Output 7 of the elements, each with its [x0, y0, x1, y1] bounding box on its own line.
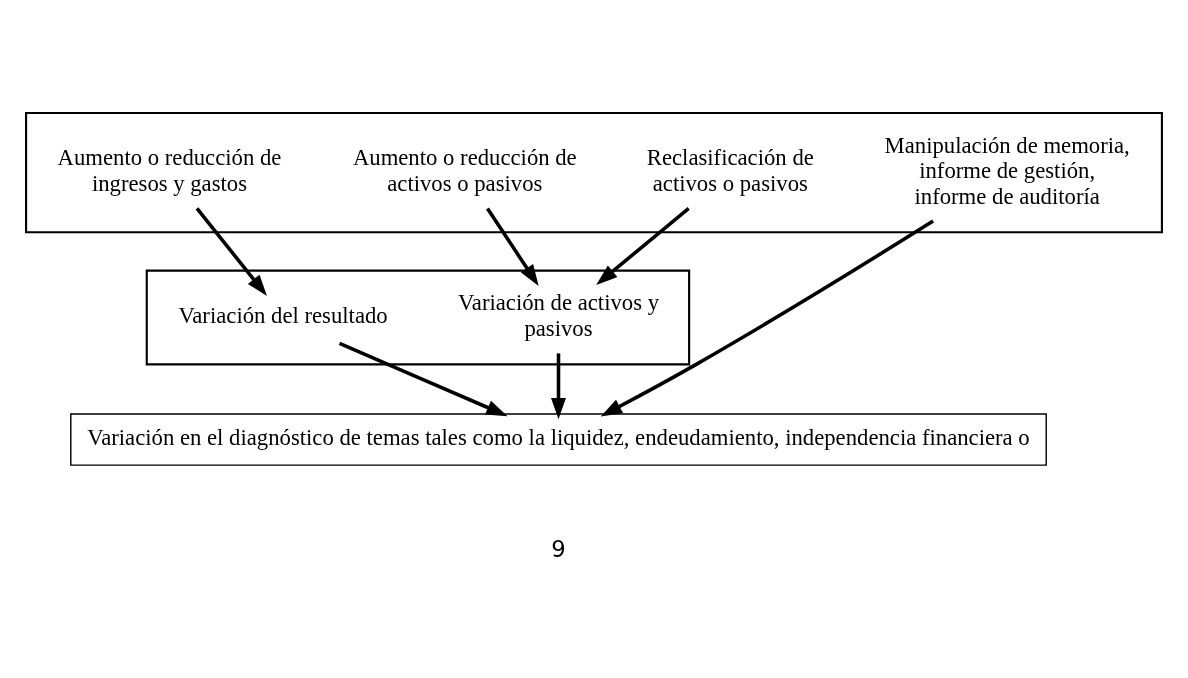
node-text: Manipulación de memoria, informe de gestión, informe de auditoría — [884, 132, 1130, 209]
node-text: Variación del resultado — [178, 302, 388, 328]
node-text: Aumento o reducción de ingresos y gastos — [57, 144, 282, 196]
label: 9 — [551, 535, 566, 562]
node-text: Variación de activos y pasivos — [457, 289, 660, 341]
node-text: Aumento o reducción de activos o pasivos — [352, 144, 577, 196]
node-text: Reclasificación de activos o pasivos — [646, 144, 814, 196]
